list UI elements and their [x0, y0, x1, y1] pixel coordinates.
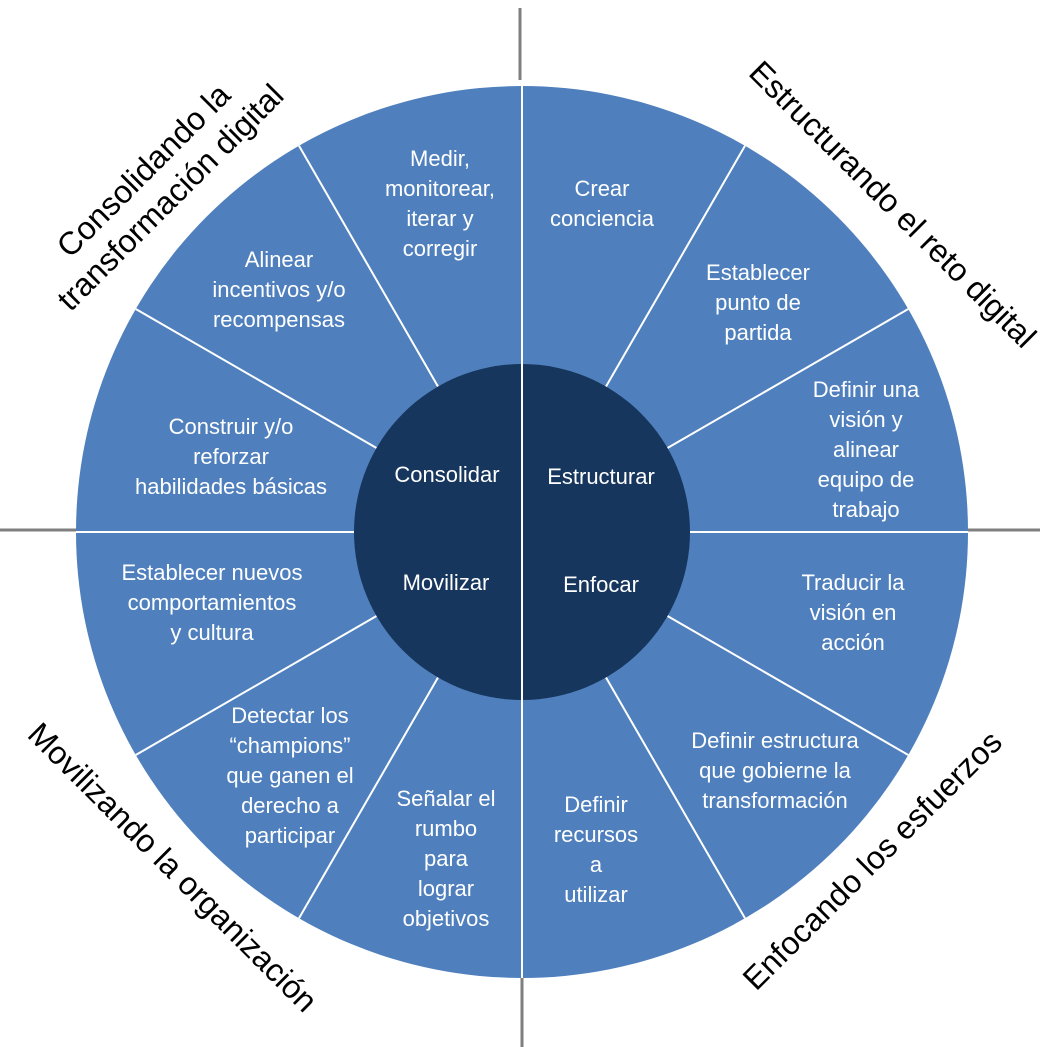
segment-label-line: “champions” [229, 733, 350, 758]
segment-label-line: Definir [564, 792, 628, 817]
segment-label-line: trabajo [832, 497, 899, 522]
segment-label-line: que ganen el [226, 763, 353, 788]
segment-label-traducir-vision: Traducir la visión en acción [801, 570, 905, 655]
segment-label-line: Crear [574, 176, 629, 201]
spoke-240 [135, 615, 378, 756]
segment-label-line: habilidades básicas [135, 474, 327, 499]
spoke-210 [298, 676, 439, 919]
core-label-enfocar: Enfocar [563, 572, 639, 597]
segment-label-line: y cultura [170, 620, 254, 645]
spoke-120 [666, 615, 909, 756]
segment-label-line: Definir una [813, 377, 920, 402]
segment-dividers [135, 145, 909, 919]
spoke-150 [605, 676, 746, 919]
spoke-60 [666, 308, 909, 449]
segment-label-line: iterar y [406, 206, 473, 231]
segment-label-detectar-champions: Detectar los “champions” que ganen el derec… [226, 703, 353, 848]
segment-label-line: Establecer nuevos [122, 560, 303, 585]
segment-label-line: partida [724, 320, 792, 345]
segment-label-line: punto de [715, 290, 801, 315]
segment-label-line: rumbo [415, 816, 477, 841]
axis-lines [0, 8, 1040, 1047]
segment-label-line: Establecer [706, 260, 810, 285]
core-label-movilizar: Movilizar [403, 570, 490, 595]
segment-label-line: comportamientos [128, 590, 297, 615]
segment-label-medir-monitorear: Medir, monitorear, iterar y corregir [385, 146, 495, 261]
segment-label-crear-conciencia: Crear conciencia [550, 176, 655, 231]
segment-label-line: que gobierne la [699, 758, 851, 783]
spoke-330 [298, 145, 439, 388]
segment-label-alinear-incentivos: Alinear incentivos y/o recompensas [212, 247, 345, 332]
segment-label-establecer-comportamientos: Establecer nuevos comportamientos y cultur… [122, 560, 303, 645]
segment-label-line: Traducir la [801, 570, 905, 595]
segment-label-line: lograr [418, 876, 474, 901]
segment-label-line: conciencia [550, 206, 655, 231]
segment-label-line: acción [821, 630, 885, 655]
core-label-estructurar: Estructurar [547, 464, 655, 489]
segment-label-line: monitorear, [385, 176, 495, 201]
segment-label-line: Detectar los [231, 703, 348, 728]
segment-label-line: Medir, [410, 146, 470, 171]
segment-label-line: derecho a [241, 793, 340, 818]
segment-label-line: incentivos y/o [212, 277, 345, 302]
segment-label-line: alinear [833, 437, 899, 462]
segment-label-line: utilizar [564, 882, 628, 907]
segment-labels: Crear conciencia Establecer punto de partid… [122, 146, 920, 931]
segment-label-line: Construir y/o [169, 414, 294, 439]
segment-label-line: visión en [810, 600, 897, 625]
segment-label-definir-vision: Definir una visión y alinear equipo de traba… [813, 377, 920, 522]
core-label-consolidar: Consolidar [394, 462, 499, 487]
segment-label-line: reforzar [193, 444, 269, 469]
segment-label-line: recompensas [213, 307, 345, 332]
segment-label-line: objetivos [403, 906, 490, 931]
segment-label-line: Definir estructura [691, 728, 859, 753]
segment-label-line: para [424, 846, 469, 871]
core-circle [354, 364, 690, 700]
segment-label-line: transformación [702, 788, 848, 813]
segment-label-establecer-punto: Establecer punto de partida [706, 260, 810, 345]
segment-label-line: a [590, 852, 603, 877]
spoke-300 [135, 308, 378, 449]
segment-label-definir-recursos: Definir recursos a utilizar [554, 792, 638, 907]
segment-label-senalar-rumbo: Señalar el rumbo para lograr objetivos [396, 786, 495, 931]
spoke-30 [605, 145, 746, 388]
segment-label-construir-habilidades: Construir y/o reforzar habilidades básicas [135, 414, 327, 499]
segment-label-line: participar [245, 823, 335, 848]
segment-label-line: Alinear [245, 247, 313, 272]
segment-label-line: equipo de [818, 467, 915, 492]
segment-label-line: visión y [829, 407, 902, 432]
segment-label-definir-estructura: Definir estructura que gobierne la transfo… [691, 728, 859, 813]
segment-label-line: corregir [403, 236, 478, 261]
segment-label-line: Señalar el [396, 786, 495, 811]
segment-label-line: recursos [554, 822, 638, 847]
